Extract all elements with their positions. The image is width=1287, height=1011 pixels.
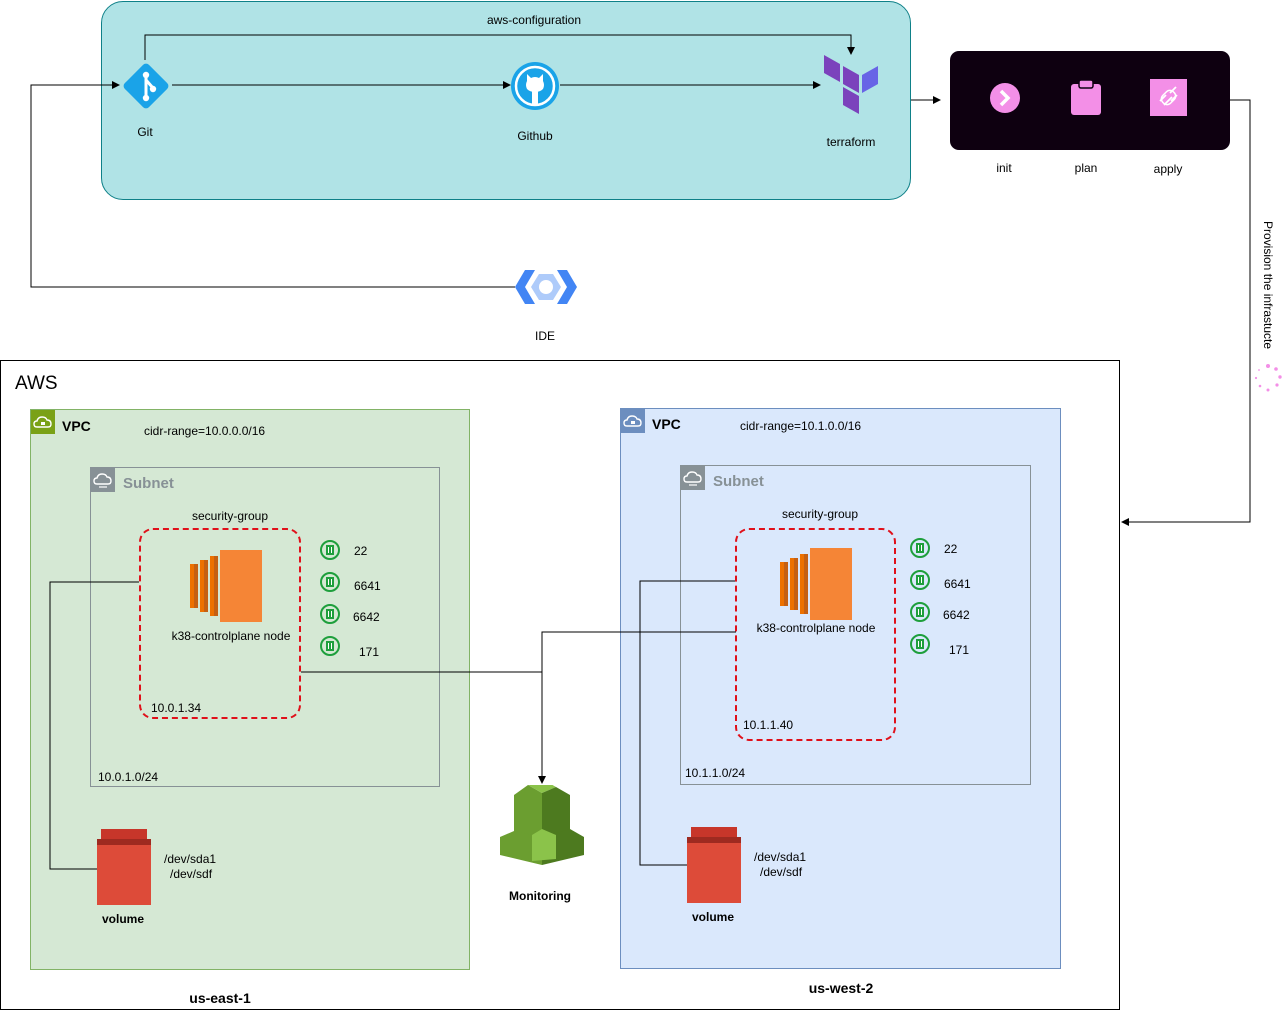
subnet-east-cidr: 10.0.1.0/24 <box>98 770 159 784</box>
security-group-west-label: security-group <box>781 507 859 521</box>
port-west-6641: 6641 <box>944 577 971 591</box>
git-label: Git <box>137 125 153 139</box>
region-east-label: us-east-1 <box>189 990 251 1006</box>
apply-label: apply <box>1153 162 1183 176</box>
ec2-instance-icon <box>780 548 852 620</box>
port-east-22: 22 <box>354 544 368 558</box>
terraform-label: terraform <box>826 135 876 149</box>
volume-east-device2: /dev/sdf <box>170 867 213 881</box>
github-label: Github <box>517 129 553 143</box>
subnet-west <box>680 465 1031 785</box>
east-to-monitoring-arrow <box>301 671 546 784</box>
port-west-6642: 6642 <box>943 608 970 622</box>
ec2-instance-icon <box>190 550 262 622</box>
security-group-west <box>735 528 896 741</box>
subnet-cloud-icon <box>91 468 115 492</box>
volume-west-label: volume <box>691 910 735 924</box>
port-icon <box>910 634 930 654</box>
ebs-volume-icon <box>97 829 151 905</box>
ec2-west-label: k38-controlplane node <box>756 621 876 635</box>
cloudwatch-monitoring-icon <box>500 779 584 865</box>
volume-west-device2: /dev/sdf <box>760 865 803 879</box>
volume-east-label: volume <box>101 912 145 926</box>
ide-icon <box>515 268 577 306</box>
plan-clipboard-icon <box>1070 79 1102 116</box>
loading-spinner-icon <box>1253 363 1283 393</box>
vpc-east-cidr: cidr-range=10.0.0.0/16 <box>144 424 266 438</box>
port-icon <box>910 538 930 558</box>
plan-label: plan <box>1074 161 1098 175</box>
git-icon <box>120 60 172 112</box>
monitoring-label: Monitoring <box>509 889 571 903</box>
port-east-171: 171 <box>359 645 380 659</box>
github-icon <box>510 61 560 111</box>
provision-arrow <box>1121 99 1251 526</box>
ide-to-git-arrow <box>30 81 515 288</box>
vpc-east-title: VPC <box>62 418 91 434</box>
ec2-west-ip: 10.1.1.40 <box>743 718 794 732</box>
apply-icon <box>1150 79 1187 116</box>
port-icon <box>320 636 340 656</box>
port-west-22: 22 <box>944 542 958 556</box>
pipeline-container <box>101 1 911 200</box>
port-east-6642: 6642 <box>353 610 380 624</box>
aws-title: AWS <box>15 373 58 394</box>
subnet-east-title: Subnet <box>123 475 174 492</box>
aws-configuration-arrow <box>144 34 855 60</box>
port-east-6641: 6641 <box>354 579 381 593</box>
port-icon <box>910 602 930 622</box>
vpc-cloud-icon <box>31 410 55 434</box>
ec2-east-ip: 10.0.1.34 <box>151 701 202 715</box>
vpc-west-title: VPC <box>652 416 681 432</box>
subnet-cloud-icon <box>681 466 705 490</box>
port-icon <box>320 604 340 624</box>
subnet-west-title: Subnet <box>713 473 764 490</box>
east-node-to-volume-line <box>49 581 139 870</box>
port-west-171: 171 <box>949 643 970 657</box>
security-group-east <box>139 528 301 719</box>
ide-label: IDE <box>534 329 556 343</box>
subnet-east <box>90 467 440 787</box>
aws-configuration-label: aws-configuration <box>486 13 582 27</box>
security-group-east-label: security-group <box>191 509 269 523</box>
port-icon <box>320 540 340 560</box>
terraform-icon <box>822 55 880 115</box>
ebs-volume-icon <box>687 827 741 903</box>
volume-east-device1: /dev/sda1 <box>164 852 217 866</box>
init-icon <box>989 82 1021 114</box>
vpc-cloud-icon <box>621 409 645 433</box>
ec2-east-label: k38-controlplane node <box>171 629 291 643</box>
subnet-west-cidr: 10.1.1.0/24 <box>685 766 746 780</box>
init-label: init <box>996 161 1012 175</box>
port-icon <box>320 572 340 592</box>
west-to-monitoring-line <box>541 631 736 672</box>
port-icon <box>910 570 930 590</box>
volume-west-device1: /dev/sda1 <box>754 850 807 864</box>
vpc-west-cidr: cidr-range=10.1.0.0/16 <box>740 419 862 433</box>
west-node-to-volume-line <box>639 580 735 866</box>
region-west-label: us-west-2 <box>808 980 874 996</box>
